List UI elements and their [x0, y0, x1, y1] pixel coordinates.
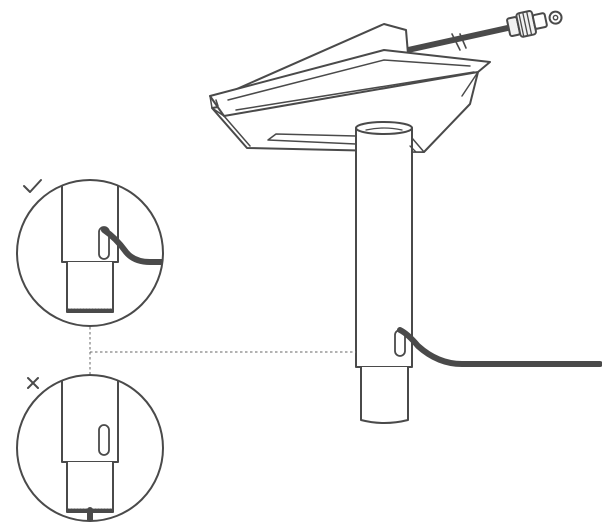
detail-circle-correct	[16, 179, 164, 327]
mounting-pole	[355, 121, 417, 368]
check-mark-icon	[23, 179, 42, 193]
cross-mark-icon	[27, 377, 39, 389]
cable-through-slot	[101, 227, 163, 265]
detail-incorrect	[16, 374, 164, 522]
cable-slot	[98, 424, 110, 456]
pole-cable	[397, 327, 602, 367]
inner-tube	[360, 366, 409, 424]
antenna-cable	[405, 24, 515, 53]
coax-connector	[506, 10, 563, 38]
detail-circle-incorrect	[16, 374, 164, 522]
detail-correct	[16, 179, 164, 327]
main-assembly	[209, 10, 602, 424]
leader-lines	[89, 327, 356, 374]
